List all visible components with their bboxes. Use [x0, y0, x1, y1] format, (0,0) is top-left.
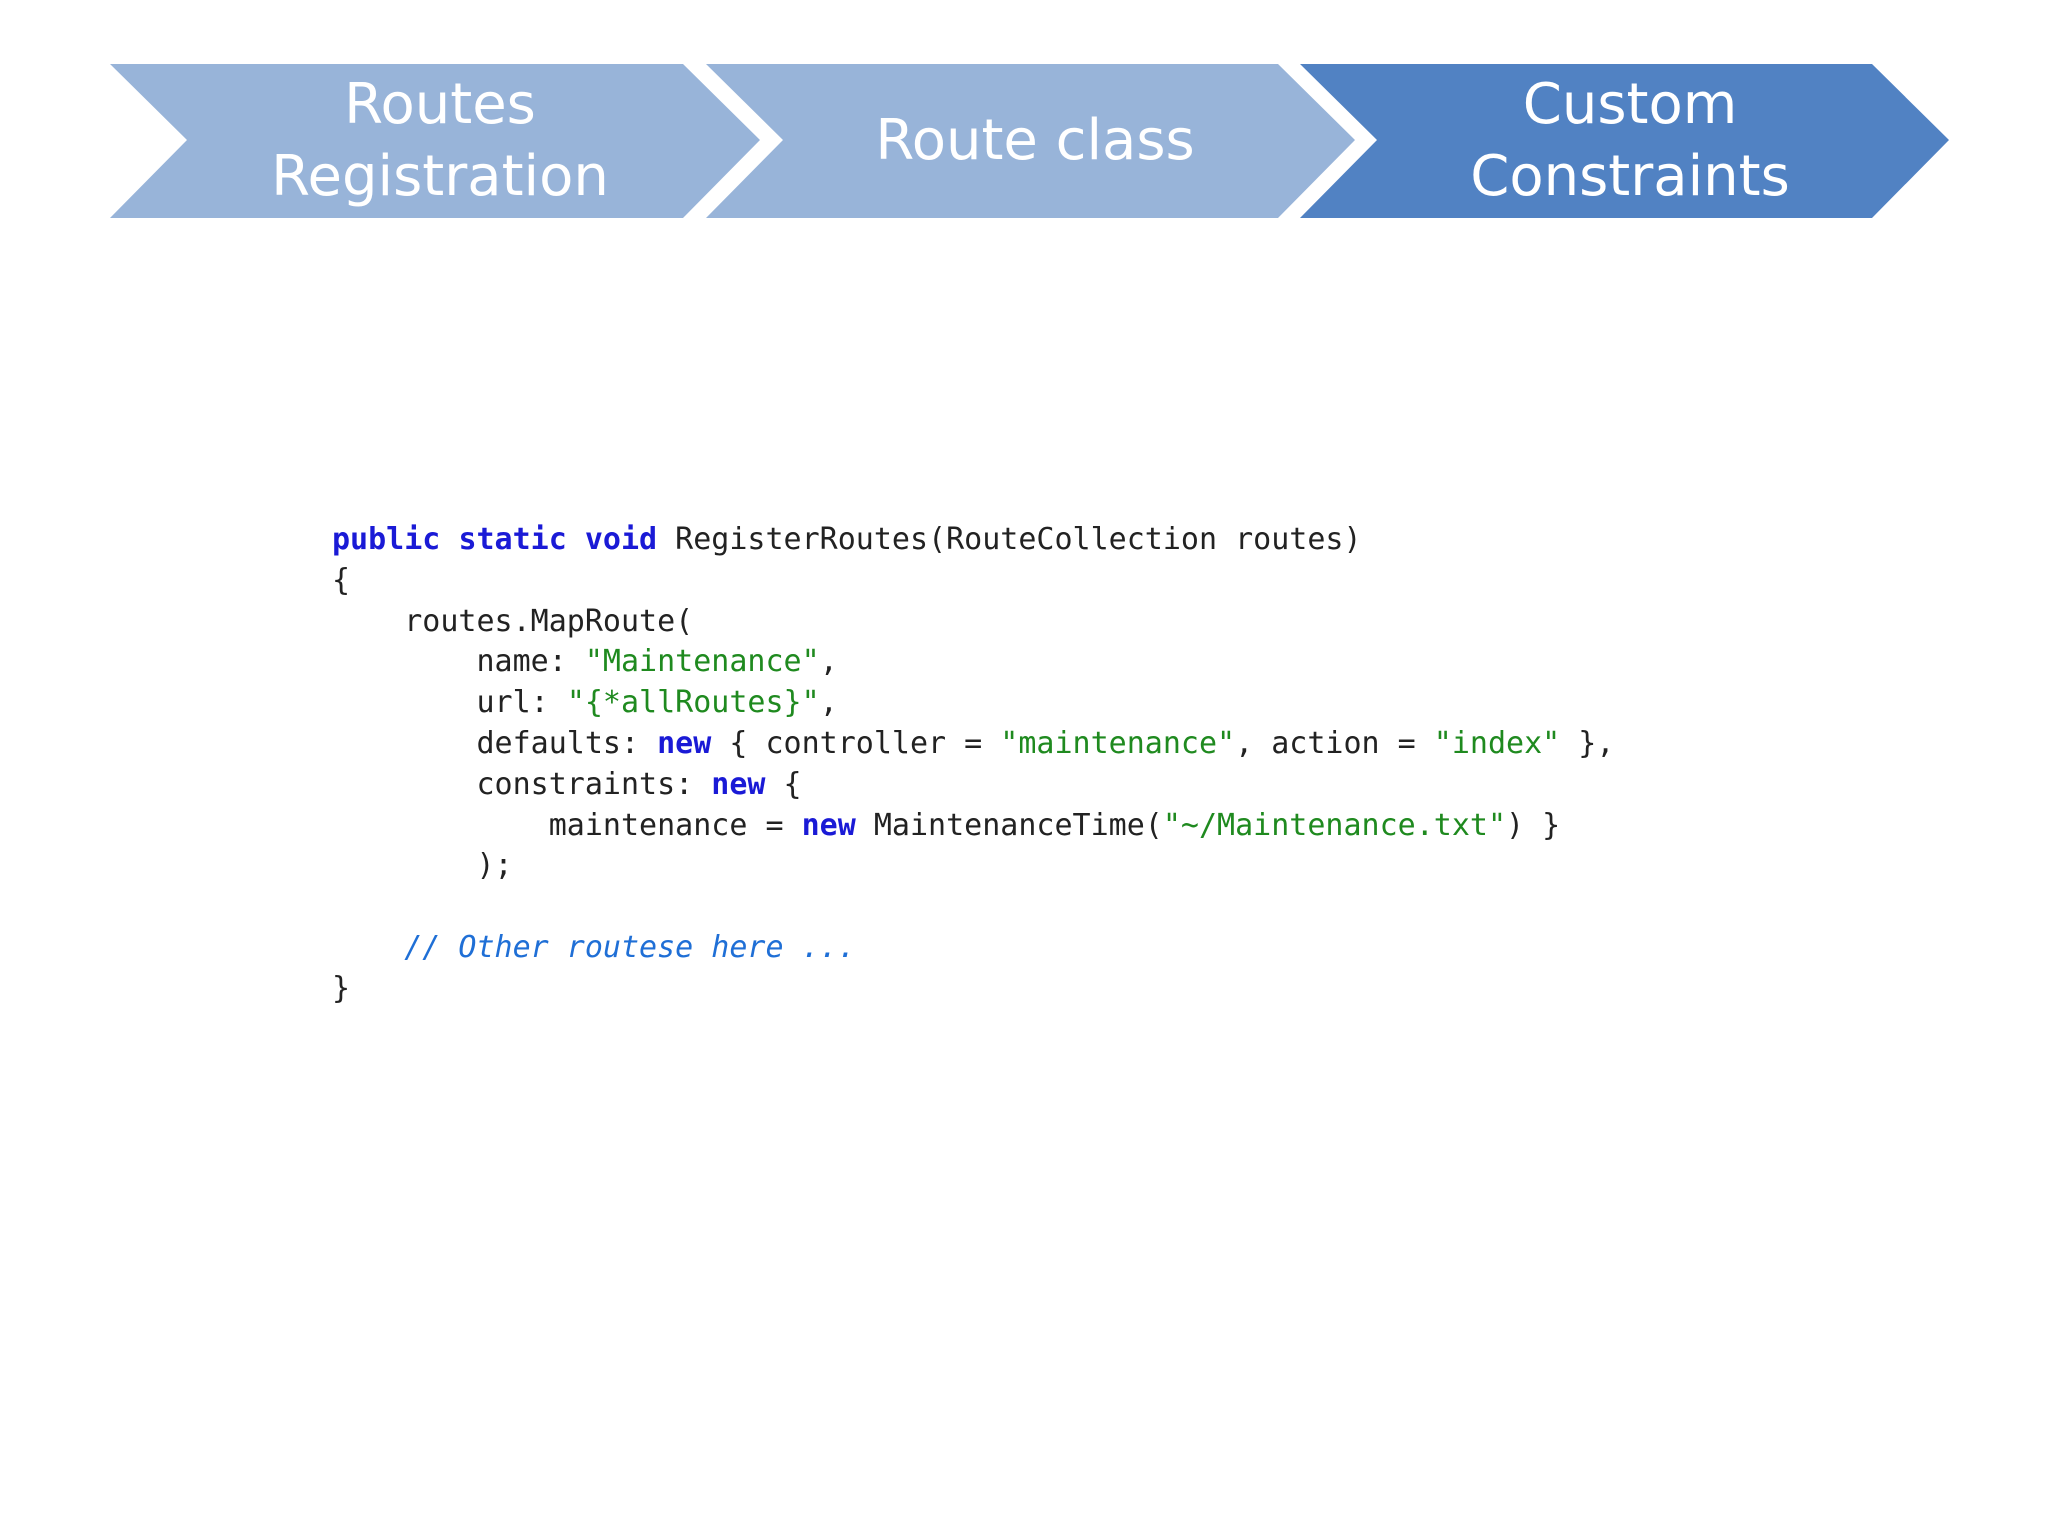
- code-line: // Other routese here ...: [332, 928, 1772, 969]
- code-text: maintenance =: [332, 807, 802, 843]
- code-line: name: "Maintenance",: [332, 642, 1772, 683]
- chevron-route-class: [706, 64, 1355, 218]
- chevron-routes-registration: [110, 64, 760, 218]
- code-string: "maintenance": [1000, 725, 1236, 761]
- code-text: routes.MapRoute(: [332, 603, 694, 639]
- code-line: routes.MapRoute(: [332, 602, 1772, 643]
- code-text: ,: [819, 644, 838, 680]
- code-line: [332, 887, 1772, 928]
- chevron-shapes: [110, 64, 1949, 218]
- code-line: constraints: new {: [332, 765, 1772, 806]
- code-text: {: [332, 562, 351, 598]
- code-text: defaults:: [332, 725, 658, 761]
- code-text: constraints:: [332, 766, 712, 802]
- code-line: public static void RegisterRoutes(RouteC…: [332, 520, 1772, 561]
- code-text: [567, 522, 585, 557]
- code-line: {: [332, 561, 1772, 602]
- code-string: "{*allRoutes}": [566, 685, 820, 721]
- code-line: }: [332, 969, 1772, 1010]
- step-label-custom-constraints: Custom Constraints: [1470, 72, 1790, 209]
- step-label-routes-registration: Routes Registration: [271, 72, 609, 209]
- code-comment: // Other routese here ...: [404, 929, 856, 965]
- step-label-route-class: Route class: [875, 108, 1195, 173]
- code-text: MaintenanceTime(: [855, 807, 1163, 843]
- code-text: url:: [332, 685, 567, 721]
- code-text: name:: [332, 644, 585, 680]
- code-line: url: "{*allRoutes}",: [332, 683, 1772, 724]
- code-snippet: public static void RegisterRoutes(RouteC…: [332, 520, 1772, 1010]
- code-text: }: [332, 970, 351, 1006]
- code-text: , action =: [1235, 725, 1434, 761]
- code-text: { controller =: [711, 725, 1001, 761]
- code-line: defaults: new { controller = "maintenanc…: [332, 724, 1772, 765]
- code-keyword: new: [801, 807, 856, 843]
- code-text: [440, 522, 458, 557]
- code-text: },: [1560, 725, 1615, 761]
- code-string: "index": [1433, 725, 1561, 761]
- code-text: ,: [819, 685, 838, 721]
- code-keyword: void: [584, 522, 658, 557]
- code-text: {: [765, 766, 802, 802]
- code-keyword: static: [458, 522, 567, 557]
- process-chevrons: Routes Registration Route class Custom C…: [0, 0, 2048, 240]
- code-string: "Maintenance": [584, 644, 820, 680]
- code-text: RegisterRoutes(RouteCollection routes): [657, 522, 1362, 557]
- code-text: [332, 930, 404, 965]
- code-keyword: public: [332, 522, 441, 557]
- code-string: "~/Maintenance.txt": [1162, 807, 1507, 843]
- code-keyword: new: [657, 725, 712, 761]
- code-keyword: new: [711, 766, 766, 802]
- code-text: ) }: [1506, 807, 1561, 843]
- code-text: );: [332, 848, 513, 884]
- chevron-custom-constraints: [1300, 64, 1949, 218]
- code-line: );: [332, 846, 1772, 887]
- code-line: maintenance = new MaintenanceTime("~/Mai…: [332, 806, 1772, 847]
